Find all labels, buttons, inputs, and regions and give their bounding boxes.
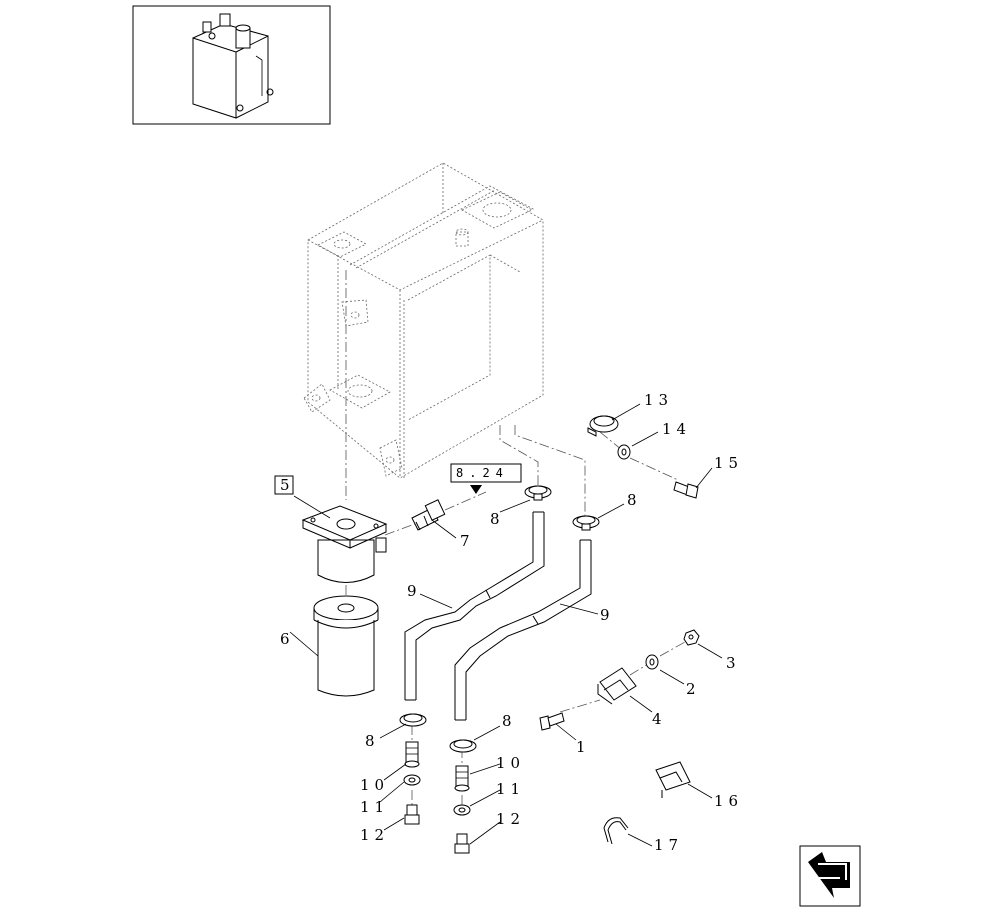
center-lines (345, 270, 686, 810)
washer-part-14 (617, 444, 631, 460)
washer-right-part-11 (453, 804, 471, 816)
callout-12-left: 12 (360, 826, 389, 844)
bolt-part-1 (539, 712, 565, 731)
callout-14: 14 (662, 420, 691, 438)
callout-13: 13 (644, 391, 673, 409)
hydraulic-tank-phantom (303, 162, 544, 480)
callout-5: 5 (280, 476, 295, 494)
previous-page-button[interactable] (799, 845, 861, 907)
callout-1: 1 (576, 738, 591, 756)
hose-clamp-lower-right (449, 739, 477, 753)
reference-box-label: 8.24 (456, 466, 509, 480)
hose-left-part-9 (404, 511, 545, 701)
bolt-part-15 (673, 481, 699, 499)
plug-left-part-12 (404, 804, 420, 825)
callout-10-right: 10 (496, 754, 525, 772)
adapter-right-part-10 (454, 765, 470, 792)
hose-right-part-9 (454, 539, 592, 721)
callout-11-right: 11 (496, 780, 525, 798)
clamp-part-13 (587, 415, 619, 437)
callout-8-upper-right: 8 (627, 491, 642, 509)
nut-part-3 (683, 629, 700, 646)
callout-labels: 5 6 7 8 8 9 9 8 8 10 11 12 10 11 12 13 1… (274, 391, 743, 854)
hose-clamp-upper-right (572, 515, 600, 531)
callout-15: 15 (714, 454, 743, 472)
washer-left-part-11 (403, 774, 421, 786)
callout-11-left: 11 (360, 798, 389, 816)
callout-10-left: 10 (360, 776, 389, 794)
fitting-part-7 (411, 499, 446, 531)
callout-9-left: 9 (407, 582, 422, 600)
callout-3: 3 (726, 654, 741, 672)
callout-8-upper-left: 8 (490, 510, 505, 528)
callout-12-right: 12 (496, 810, 525, 828)
callout-9-right: 9 (600, 606, 615, 624)
hose-clamp-lower-left (399, 713, 427, 727)
clip-part-16 (655, 761, 691, 798)
hose-clamp-upper-left (524, 485, 552, 501)
filter-head-part-5 (301, 505, 388, 583)
callout-4: 4 (652, 710, 667, 728)
band-clamp-part-17 (603, 817, 629, 845)
callout-8-lower-left: 8 (365, 732, 380, 750)
reference-box: 8.24 (450, 463, 522, 494)
callout-2: 2 (686, 680, 701, 698)
filter-element-part-6 (313, 595, 379, 697)
clip-part-4 (597, 667, 637, 705)
callout-6: 6 (280, 630, 295, 648)
previous-page-arrow-icon (808, 852, 850, 898)
leader-lines (289, 403, 723, 847)
callout-7: 7 (460, 532, 475, 550)
thumbnail-view (132, 5, 331, 125)
callout-16: 16 (714, 792, 743, 810)
tank-assembly-thumbnail (192, 13, 274, 119)
adapter-left-part-10 (404, 741, 420, 768)
callout-8-lower-right: 8 (502, 712, 517, 730)
washer-part-2 (645, 654, 659, 670)
plug-right-part-12 (454, 833, 470, 854)
callout-17: 17 (654, 836, 683, 854)
